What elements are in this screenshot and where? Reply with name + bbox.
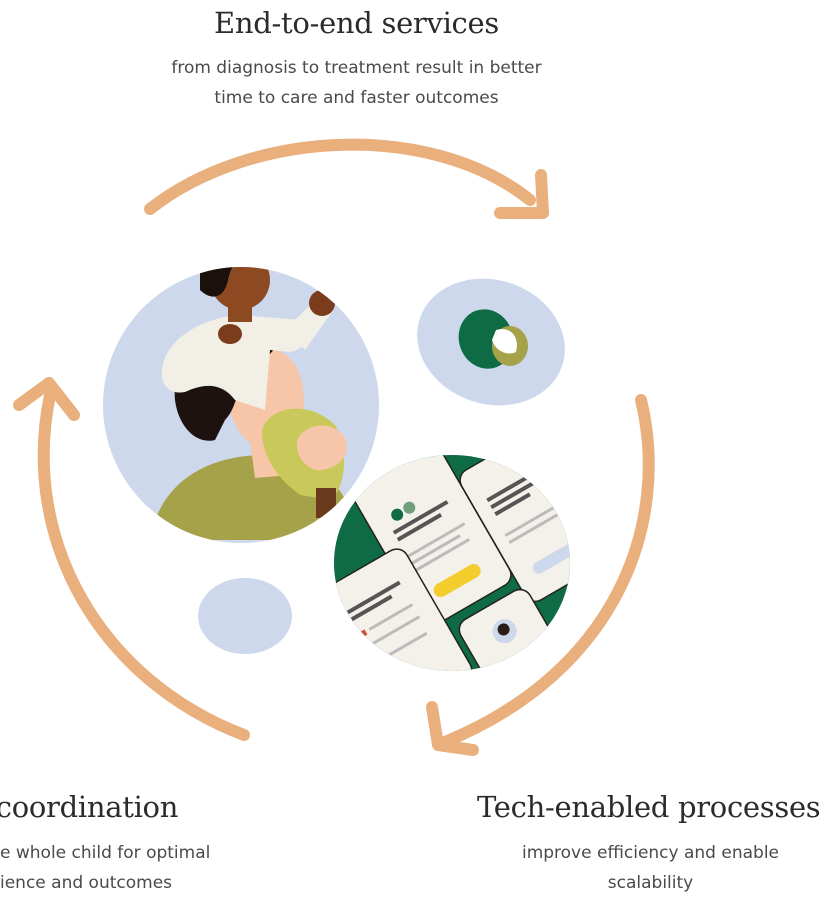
right-arrow xyxy=(439,394,655,748)
care-coordination-title: e coordination xyxy=(0,790,179,824)
tech-enabled-processes-title: Tech-enabled processes xyxy=(477,790,821,824)
description-line: scalability xyxy=(607,873,694,893)
right-arrowhead xyxy=(426,701,479,756)
care-coordination-description: e whole child for optimal ience and outc… xyxy=(0,838,210,898)
end-to-end-services-description: from diagnosis to treatment result in be… xyxy=(0,53,713,113)
phone-screen xyxy=(352,455,512,626)
father-and-child-illustration xyxy=(150,267,360,540)
top-arrowhead xyxy=(494,169,549,219)
description-line: e whole child for optimal xyxy=(0,843,211,863)
description-line: from diagnosis to treatment result in be… xyxy=(171,58,542,78)
end-to-end-services-title: End-to-end services xyxy=(214,6,499,40)
left-arrowhead xyxy=(13,377,80,421)
description-line: ience and outcomes xyxy=(0,873,173,893)
left-arrow xyxy=(37,389,250,741)
blue-blob-small xyxy=(198,578,292,654)
phone-screen xyxy=(334,548,473,671)
cycle-arrows xyxy=(13,138,655,756)
brand-logo-icon xyxy=(458,309,528,369)
app-screens-illustration xyxy=(334,455,570,671)
top-arrow xyxy=(144,138,536,215)
tech-enabled-processes-description: improve efficiency and enable scalabilit… xyxy=(458,838,831,898)
description-line: improve efficiency and enable xyxy=(521,843,780,863)
description-line: time to care and faster outcomes xyxy=(214,88,499,108)
